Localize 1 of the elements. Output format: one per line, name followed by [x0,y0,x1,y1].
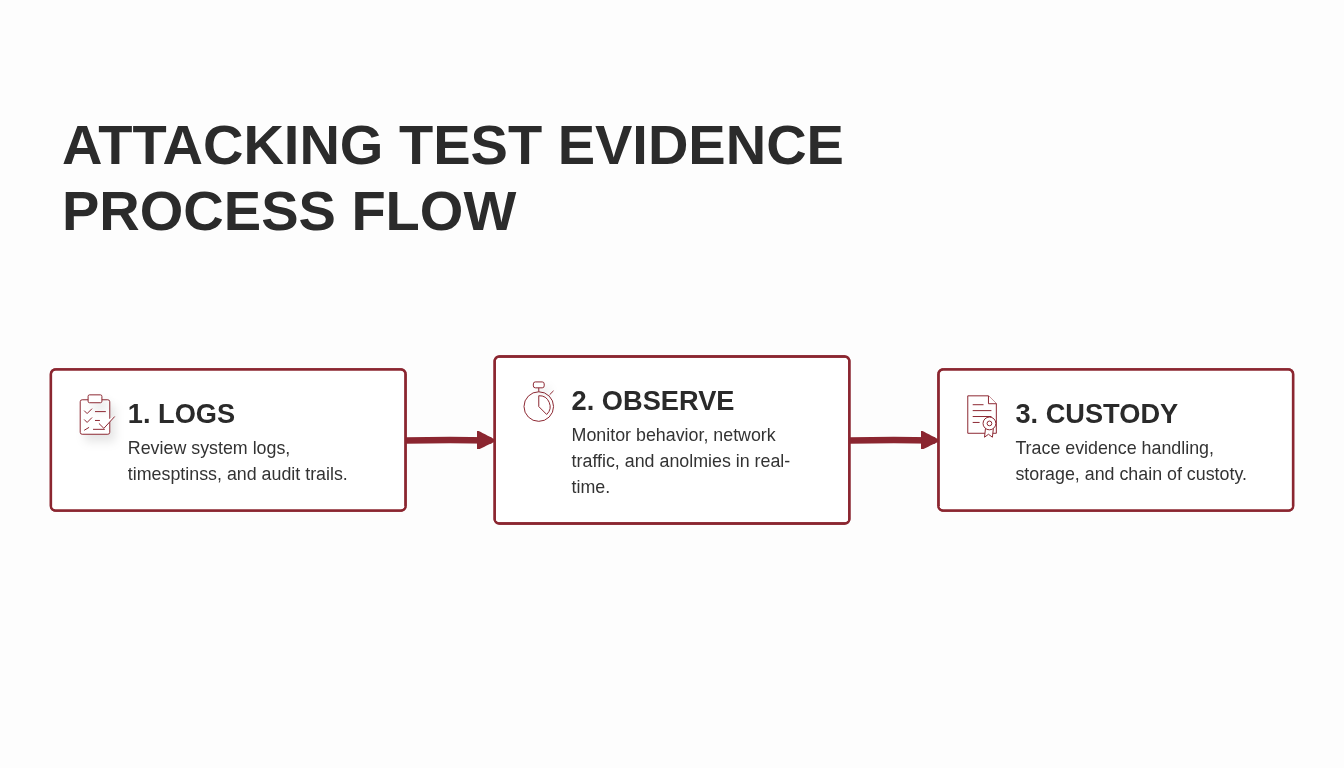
title: ATTACKING TEST EVIDENCE PROCESS FLOW [62,112,845,244]
